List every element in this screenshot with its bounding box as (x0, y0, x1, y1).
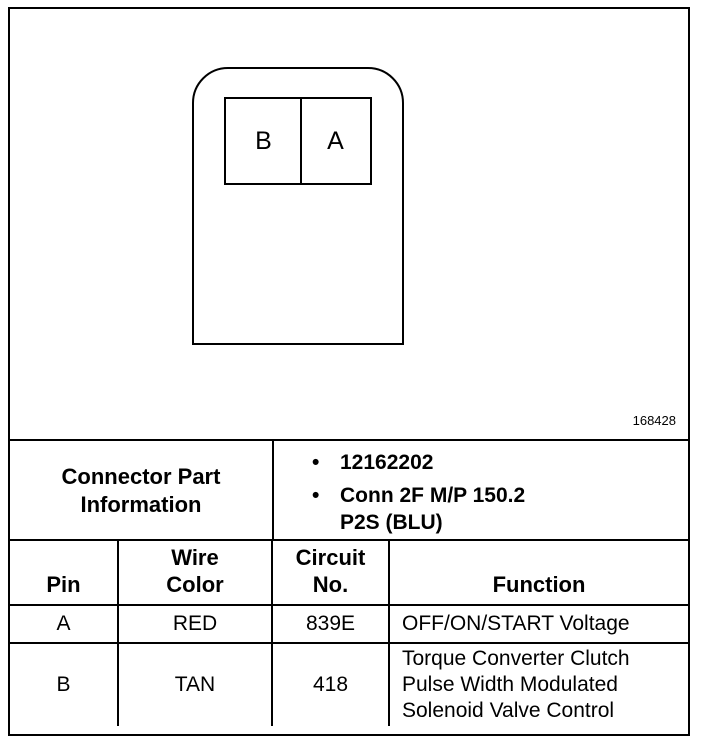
table-row: A RED 839E OFF/ON/START Voltage (10, 604, 688, 644)
part-info-item: • Conn 2F M/P 150.2 P2S (BLU) (312, 482, 682, 536)
connector-diagram: B A 168428 (10, 9, 688, 439)
part-number: 12162202 (340, 451, 434, 474)
pin-label-b: B (255, 126, 272, 155)
bullet-icon: • (312, 451, 320, 474)
connector-part-info: Connector Part Information • 12162202 • … (10, 439, 688, 541)
figure-id: 168428 (632, 413, 676, 428)
cell-circuit: 418 (271, 642, 390, 726)
table-row: B TAN 418 Torque Converter Clutch Pulse … (10, 642, 688, 726)
part-info-list: • 12162202 • Conn 2F M/P 150.2 P2S (BLU) (312, 449, 682, 542)
pin-cavity-a: A (300, 97, 372, 185)
cell-function: OFF/ON/START Voltage (388, 604, 688, 644)
header-pin: Pin (10, 539, 119, 606)
connector-info-label: Connector Part Information (61, 464, 221, 517)
cell-circuit: 839E (271, 604, 390, 644)
cell-pin: B (10, 642, 119, 726)
part-info-item: • 12162202 (312, 449, 682, 476)
header-circuit-no: Circuit No. (271, 539, 390, 606)
connector-sheet: B A 168428 Connector Part Information • … (8, 7, 690, 736)
divider (272, 441, 274, 541)
cell-wire-color: TAN (117, 642, 273, 726)
header-wire-color: Wire Color (117, 539, 273, 606)
pin-cavity-b: B (224, 97, 302, 185)
connector-housing (192, 67, 404, 345)
table-header-row: Pin Wire Color Circuit No. Function (10, 539, 688, 606)
cell-wire-color: RED (117, 604, 273, 644)
pin-table: Pin Wire Color Circuit No. Function A RE… (10, 539, 688, 726)
connector-description: Conn 2F M/P 150.2 P2S (BLU) (340, 484, 526, 534)
pin-label-a: A (327, 126, 344, 155)
cell-function: Torque Converter Clutch Pulse Width Modu… (388, 642, 688, 726)
bullet-icon: • (312, 484, 320, 507)
header-function: Function (388, 539, 688, 606)
cell-pin: A (10, 604, 119, 644)
